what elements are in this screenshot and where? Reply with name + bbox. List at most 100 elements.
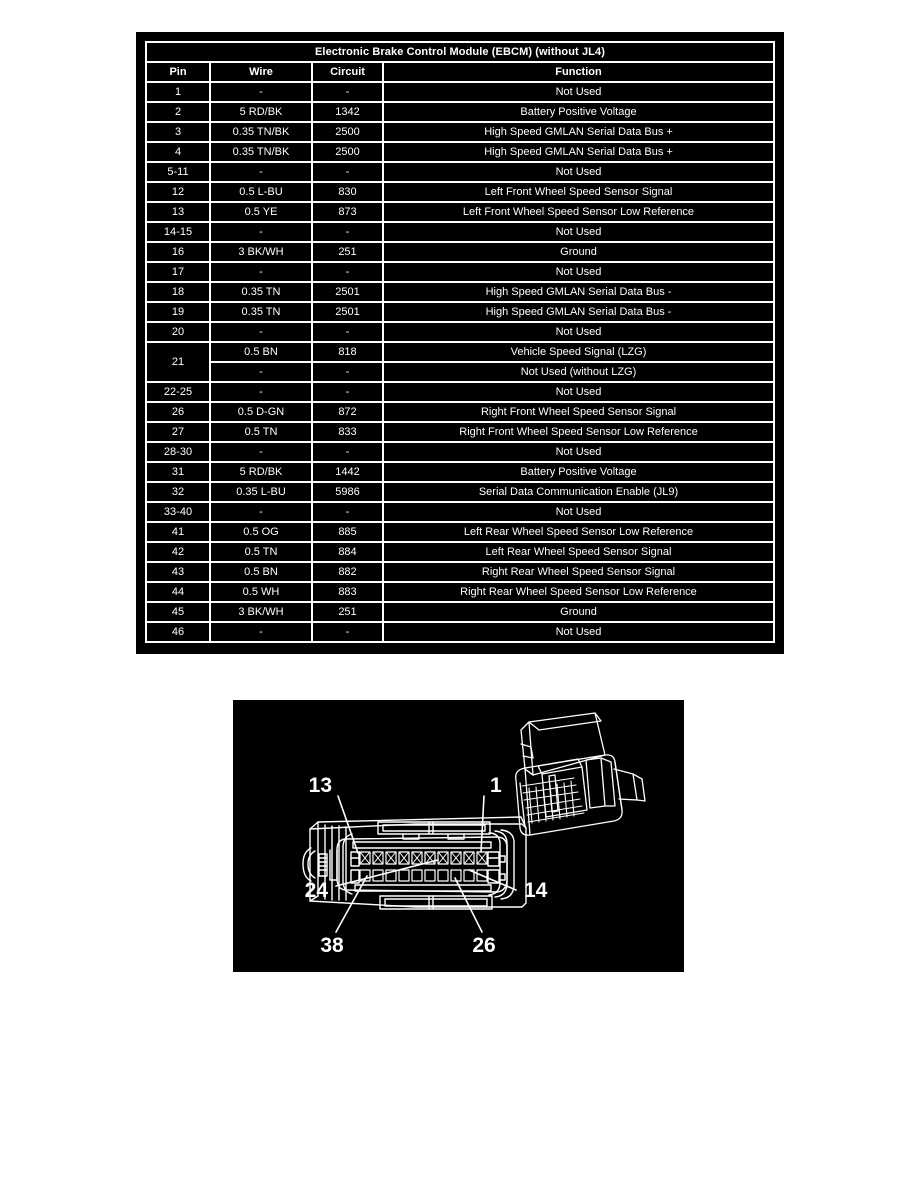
cell-pin: 42 (147, 543, 209, 561)
cell-pin: 5-11 (147, 163, 209, 181)
callout-1: 1 (490, 774, 502, 797)
cell-function: Right Rear Wheel Speed Sensor Low Refere… (384, 583, 773, 601)
cell-function: Not Used (384, 263, 773, 281)
table-title-row: Electronic Brake Control Module (EBCM) (… (147, 43, 773, 61)
cell-wire: - (211, 363, 311, 381)
cell-wire: 3 BK/WH (211, 603, 311, 621)
cell-circuit: - (313, 443, 382, 461)
connector-isometric-view (515, 712, 646, 836)
connector-figure-panel: 13 1 24 14 38 26 (233, 700, 684, 972)
cell-function: High Speed GMLAN Serial Data Bus - (384, 303, 773, 321)
cell-wire: 5 RD/BK (211, 103, 311, 121)
table-row: 22-25--Not Used (147, 383, 773, 401)
cell-wire: 0.5 TN (211, 543, 311, 561)
cell-wire: 0.5 TN (211, 423, 311, 441)
cell-circuit: - (313, 163, 382, 181)
cell-function: Battery Positive Voltage (384, 103, 773, 121)
cell-circuit: 872 (313, 403, 382, 421)
cell-pin: 41 (147, 523, 209, 541)
table-row: 14-15--Not Used (147, 223, 773, 241)
cell-circuit: 884 (313, 543, 382, 561)
cell-circuit: - (313, 623, 382, 641)
cell-circuit: - (313, 503, 382, 521)
cell-function: Not Used (384, 163, 773, 181)
cell-circuit: 882 (313, 563, 382, 581)
table-row: 5-11--Not Used (147, 163, 773, 181)
cell-circuit: - (313, 263, 382, 281)
ebcm-pinout-panel: Electronic Brake Control Module (EBCM) (… (136, 32, 784, 654)
callout-38: 38 (320, 934, 344, 957)
upper-pin-row (359, 851, 488, 865)
cell-function: Left Rear Wheel Speed Sensor Signal (384, 543, 773, 561)
cell-circuit: - (313, 223, 382, 241)
cell-pin: 4 (147, 143, 209, 161)
cell-wire: 0.35 TN (211, 303, 311, 321)
table-row: 46--Not Used (147, 623, 773, 641)
cell-pin: 32 (147, 483, 209, 501)
cell-wire: 0.35 TN (211, 283, 311, 301)
cell-pin: 28-30 (147, 443, 209, 461)
table-title: Electronic Brake Control Module (EBCM) (… (147, 43, 773, 61)
table-row: 17--Not Used (147, 263, 773, 281)
cell-wire: 0.5 D-GN (211, 403, 311, 421)
cell-wire: - (211, 503, 311, 521)
table-row: 28-30--Not Used (147, 443, 773, 461)
cell-wire: - (211, 383, 311, 401)
column-header-pin: Pin (147, 63, 209, 81)
leader-14 (468, 869, 517, 891)
table-row: 1--Not Used (147, 83, 773, 101)
leader-26 (454, 877, 483, 933)
cell-circuit: 251 (313, 243, 382, 261)
cell-circuit: 818 (313, 343, 382, 361)
cell-circuit: 1442 (313, 463, 382, 481)
connector-diagram: 13 1 24 14 38 26 (302, 712, 646, 957)
cell-wire: - (211, 163, 311, 181)
leader-13 (337, 795, 359, 854)
cell-circuit: 2501 (313, 303, 382, 321)
cell-circuit: 251 (313, 603, 382, 621)
cell-pin: 18 (147, 283, 209, 301)
cell-function: Not Used (without LZG) (384, 363, 773, 381)
cell-circuit: 885 (313, 523, 382, 541)
cell-pin: 22-25 (147, 383, 209, 401)
cell-wire: 3 BK/WH (211, 243, 311, 261)
cell-circuit: 5986 (313, 483, 382, 501)
cell-wire: 0.35 L-BU (211, 483, 311, 501)
leader-1 (480, 795, 485, 853)
table-row: 33-40--Not Used (147, 503, 773, 521)
cell-function: Right Rear Wheel Speed Sensor Signal (384, 563, 773, 581)
cell-function: Not Used (384, 383, 773, 401)
callout-14: 14 (524, 879, 548, 902)
cell-wire: - (211, 263, 311, 281)
cell-circuit: 1342 (313, 103, 382, 121)
cell-function: Not Used (384, 443, 773, 461)
cell-pin: 3 (147, 123, 209, 141)
cell-wire: - (211, 623, 311, 641)
cell-pin: 19 (147, 303, 209, 321)
cell-circuit: - (313, 323, 382, 341)
cell-function: Not Used (384, 83, 773, 101)
cell-circuit: - (313, 363, 382, 381)
cell-wire: 0.35 TN/BK (211, 143, 311, 161)
cell-wire: 0.5 BN (211, 343, 311, 361)
cell-wire: - (211, 83, 311, 101)
cell-function: Right Front Wheel Speed Sensor Signal (384, 403, 773, 421)
cell-wire: 0.5 L-BU (211, 183, 311, 201)
callout-24: 24 (305, 879, 329, 902)
cell-circuit: 2500 (313, 123, 382, 141)
